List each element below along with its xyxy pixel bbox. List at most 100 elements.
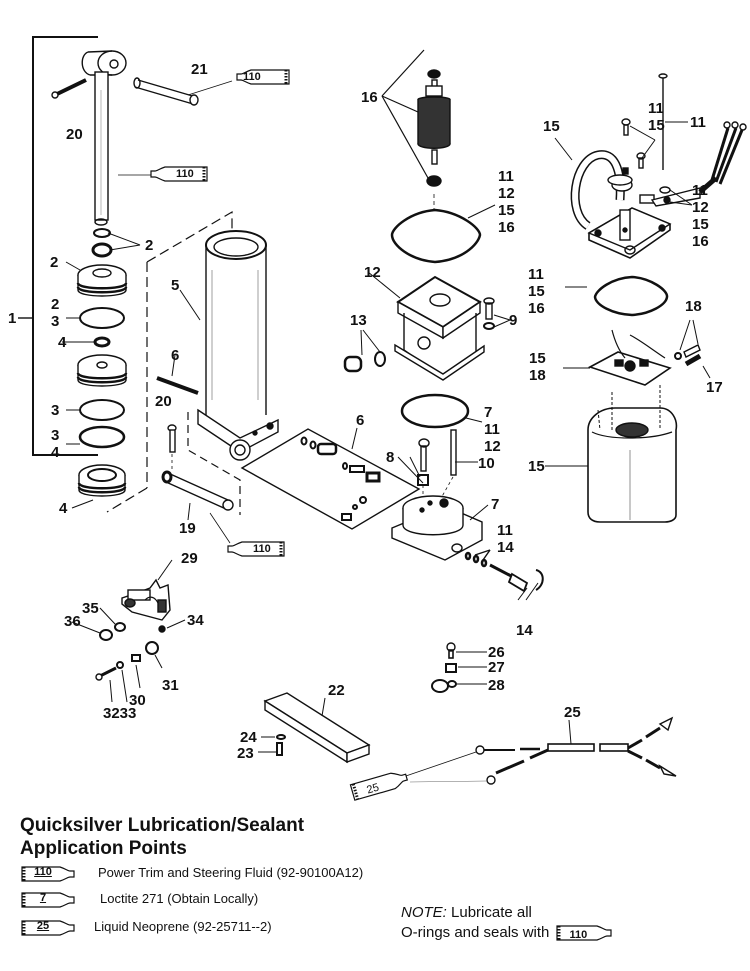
callout-11-12-15-16: 11 12 15 16 xyxy=(692,182,709,250)
lube-tube-icon: 110 xyxy=(20,865,78,883)
callout-24: 24 xyxy=(240,729,257,746)
fasteners-26-28 xyxy=(431,642,487,693)
brush-plate xyxy=(563,319,711,386)
armature xyxy=(417,69,451,210)
lubrication-note: NOTE: Lubricate all O-rings and seals wi… xyxy=(401,903,615,943)
bolt-20-lower xyxy=(167,424,177,470)
note-tube-number: 110 xyxy=(569,929,588,941)
pin-20-top xyxy=(51,78,87,99)
callout-2-3: 2 3 xyxy=(51,296,60,330)
callout-18: 18 xyxy=(685,298,702,315)
callout-20: 20 xyxy=(66,126,83,143)
wire-harness-25 xyxy=(399,716,677,785)
screw-8 xyxy=(397,438,430,515)
callout-31: 31 xyxy=(162,677,179,694)
plug-13 xyxy=(343,329,386,373)
legend-tube-number: 7 xyxy=(39,892,47,904)
stack-leaders xyxy=(62,232,141,509)
valve-kit-6-card xyxy=(240,427,421,530)
callout-15: 15 xyxy=(528,458,545,475)
legend-tube-number: 25 xyxy=(36,920,50,932)
callout-7: 7 xyxy=(491,496,500,513)
callout-19: 19 xyxy=(179,520,196,537)
o-ring-7 xyxy=(400,393,470,429)
callout-12: 12 xyxy=(364,264,381,281)
callout-4: 4 xyxy=(58,334,67,351)
trim-rod xyxy=(81,50,127,226)
callout-4: 4 xyxy=(59,500,68,517)
screw-9 xyxy=(483,297,511,330)
callout-23: 23 xyxy=(237,745,254,762)
lube-tube-icon: 7 xyxy=(20,891,78,909)
manifold xyxy=(391,495,483,561)
callout-2: 2 xyxy=(50,254,59,271)
motor-frame xyxy=(545,385,678,523)
group-1-bracket xyxy=(18,36,98,456)
callout-36: 36 xyxy=(64,613,81,630)
cylinder-dashed-outline xyxy=(146,210,233,263)
callout-11-12-15-16: 11 12 15 16 xyxy=(498,168,515,236)
callout-15-18: 15 18 xyxy=(529,350,546,384)
armature-leaders xyxy=(381,49,429,179)
callout-21: 21 xyxy=(191,61,208,78)
callout-29: 29 xyxy=(181,550,198,567)
gasket-right xyxy=(593,275,669,317)
callout-32-33: 3233 xyxy=(103,705,137,722)
screw-10 xyxy=(439,429,478,501)
note-line1: Lubricate all xyxy=(446,904,532,921)
check-valve-14 xyxy=(464,549,544,601)
pin-6 xyxy=(156,376,199,395)
legend-description: Power Trim and Steering Fluid (92-90100A… xyxy=(98,865,364,880)
exploded-parts-diagram xyxy=(18,36,747,785)
callout-13: 13 xyxy=(350,312,367,329)
callout-10: 10 xyxy=(478,455,495,472)
callout-6: 6 xyxy=(171,347,180,364)
callout-27: 27 xyxy=(488,659,505,676)
lube-tube-icon: 110 xyxy=(555,924,615,942)
note-label: NOTE: xyxy=(401,904,447,921)
lube-tube-110-top xyxy=(233,68,291,91)
legend-item-25: 25 xyxy=(20,917,78,939)
tube-label-110-pin: 110 xyxy=(253,543,271,555)
callout-26: 26 xyxy=(488,644,505,661)
callout-11: 11 xyxy=(690,114,706,131)
callout-22: 22 xyxy=(328,682,345,699)
pump-body xyxy=(394,275,485,381)
callout-16: 16 xyxy=(361,89,378,106)
callout-7-11-12: 7 11 12 xyxy=(484,404,501,455)
pin-21 xyxy=(133,77,199,106)
pin-19 xyxy=(161,470,234,511)
piston-stack xyxy=(76,228,128,497)
plate-22 xyxy=(258,692,371,764)
callout-3-4: 3 4 xyxy=(51,427,60,461)
legend-title-line1: Quicksilver Lubrication/Sealant xyxy=(20,815,305,836)
callout-9: 9 xyxy=(509,312,518,329)
lube-tube-110-rod xyxy=(150,165,209,188)
lower-dashed-outline xyxy=(187,412,241,515)
callout-11-14: 11 14 xyxy=(497,522,514,556)
legend-tube-number: 110 xyxy=(34,866,52,878)
motor-end-cap xyxy=(554,73,747,259)
callout-1: 1 xyxy=(8,310,17,327)
callout-6: 6 xyxy=(356,412,365,429)
note-line2: O-rings and seals with xyxy=(401,924,550,941)
legend-description: Loctite 271 (Obtain Locally) xyxy=(100,891,259,906)
gasket-top xyxy=(390,208,482,264)
callout-28: 28 xyxy=(488,677,505,694)
callout-34: 34 xyxy=(187,612,204,629)
trim-cylinder xyxy=(197,230,279,461)
lube-tube-110-pin xyxy=(227,540,286,563)
callout-11-15-16: 11 15 16 xyxy=(528,266,545,317)
tube-label-110-rod: 110 xyxy=(176,168,194,180)
callout-15: 15 xyxy=(543,118,560,135)
legend-item-7: 7 xyxy=(20,889,78,911)
lube-tube-25-harness xyxy=(348,767,410,805)
callout-2: 2 xyxy=(145,237,154,254)
callout-20: 20 xyxy=(155,393,172,410)
callout-14: 14 xyxy=(516,622,533,639)
callout-11-15: 11 15 xyxy=(648,100,665,134)
valve-body-29 xyxy=(71,559,186,703)
legend-description: Liquid Neoprene (92-25711--2) xyxy=(94,919,272,934)
lube-tube-icon: 25 xyxy=(20,919,78,937)
callout-8: 8 xyxy=(386,449,395,466)
